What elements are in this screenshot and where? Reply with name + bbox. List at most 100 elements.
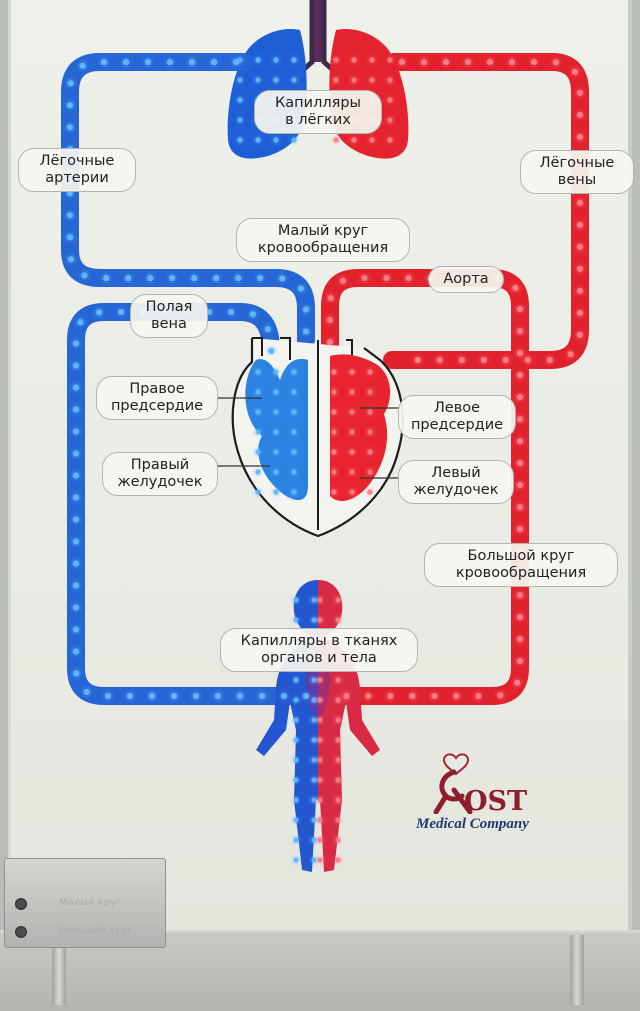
led-dot [367, 429, 373, 435]
led-dot [303, 306, 309, 313]
led-dot [480, 357, 487, 363]
led-dot [237, 117, 243, 123]
led-dot [193, 693, 199, 699]
led-dot [349, 389, 355, 395]
led-dot [273, 489, 279, 495]
led-dot [331, 449, 337, 455]
led-dot [123, 59, 129, 65]
switch-pulmonary-label: Малый круг [59, 897, 122, 908]
led-dot [149, 693, 155, 699]
led-dot [517, 526, 523, 533]
led-dot [317, 837, 323, 843]
led-dot [293, 777, 299, 783]
led-dot [351, 137, 357, 143]
led-dot [331, 429, 337, 435]
led-dot [577, 89, 583, 96]
logo-heart-r-icon [433, 753, 473, 814]
led-dot [524, 357, 531, 363]
label-left-atrium: Левое предсердие [398, 395, 516, 439]
led-dot [73, 560, 79, 567]
switch-row-pulmonary: Малый круг [15, 897, 155, 911]
led-dot [293, 697, 299, 703]
switch-systemic-button[interactable] [15, 926, 27, 938]
led-dot [311, 617, 317, 623]
led-dot [333, 77, 339, 83]
led-dot [311, 737, 317, 743]
led-dot [367, 389, 373, 395]
led-dot [103, 275, 110, 281]
led-dot [517, 394, 523, 401]
led-dot [553, 59, 559, 66]
heart [231, 337, 404, 538]
led-dot [367, 449, 373, 455]
led-dot [349, 489, 355, 495]
led-dot [311, 797, 317, 803]
logo-word: OST [464, 786, 528, 817]
led-dot [259, 693, 265, 699]
led-dot [311, 717, 317, 723]
led-dot [335, 597, 341, 603]
led-dot [73, 670, 80, 677]
led-dot [191, 275, 198, 281]
led-dot [317, 697, 323, 703]
led-dot [546, 357, 553, 363]
led-dot [273, 409, 279, 415]
led-dot [517, 416, 523, 423]
led-dot [577, 287, 583, 294]
led-dot [512, 284, 519, 291]
led-dot [365, 693, 372, 699]
stand-leg-left [52, 935, 66, 1005]
stand-leg-right [570, 935, 584, 1005]
led-dot [387, 137, 393, 143]
led-dot [273, 429, 279, 435]
led-dot [211, 59, 217, 65]
led-dot [293, 717, 299, 723]
led-dot [367, 489, 373, 495]
led-dot [517, 350, 523, 357]
led-dot [96, 309, 103, 316]
led-dot [237, 693, 243, 699]
led-dot [169, 275, 176, 281]
led-dot [291, 77, 297, 83]
led-dot [349, 449, 355, 455]
led-dot [335, 697, 341, 703]
led-dot [125, 275, 132, 281]
led-dot [327, 317, 333, 323]
led-dot [237, 137, 243, 143]
led-dot [291, 449, 297, 455]
led-dot [331, 409, 337, 415]
led-dot [349, 369, 355, 375]
led-dot [228, 309, 235, 315]
led-dot [387, 57, 393, 63]
left-heart-chambers [330, 354, 391, 501]
led-dot [101, 59, 107, 65]
led-dot [509, 59, 515, 65]
led-dot [255, 449, 261, 455]
switch-pulmonary-button[interactable] [15, 898, 27, 910]
led-dot [255, 369, 261, 375]
led-dot [237, 77, 243, 83]
led-dot [443, 59, 449, 65]
led-dot [255, 429, 261, 435]
led-dot [465, 59, 471, 65]
led-dot [414, 357, 421, 363]
led-dot [387, 97, 393, 103]
led-dot [249, 311, 256, 318]
led-dot [67, 212, 73, 219]
led-dot [255, 489, 261, 495]
led-dot [387, 693, 394, 699]
led-dot [517, 372, 523, 379]
label-tissue-capillaries: Капилляры в тканях органов и тела [220, 628, 418, 672]
led-dot [273, 469, 279, 475]
led-dot [171, 693, 177, 699]
led-dot [436, 357, 443, 363]
led-dot [335, 817, 341, 823]
led-dot [273, 369, 279, 375]
company-logo: OST Medical Company [416, 750, 586, 840]
led-dot [383, 275, 390, 281]
led-dot [73, 428, 79, 435]
led-dot [331, 489, 337, 495]
led-dot [73, 648, 79, 655]
led-dot [431, 693, 438, 699]
led-dot [333, 137, 339, 143]
